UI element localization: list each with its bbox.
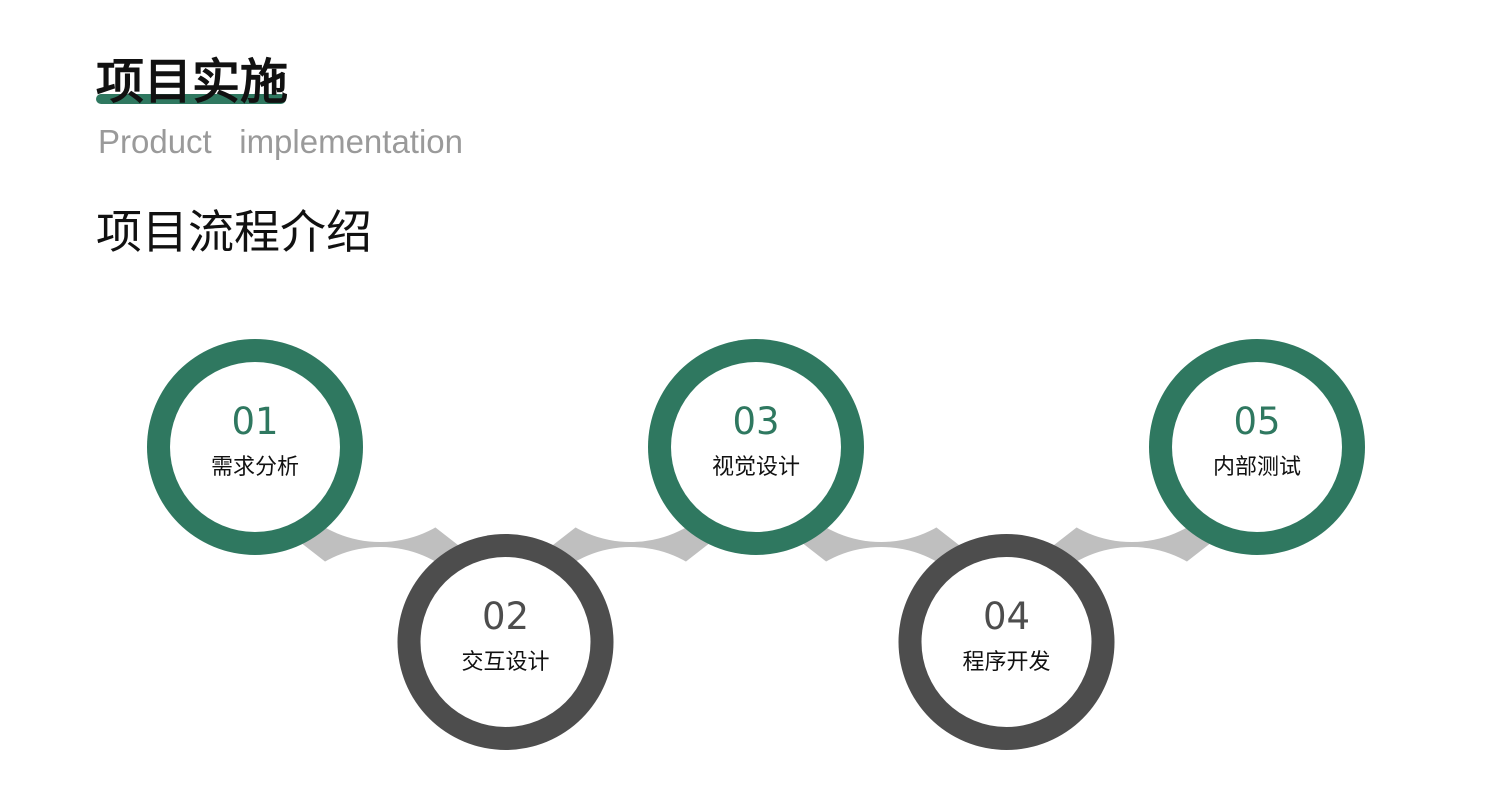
title-underline xyxy=(96,94,286,104)
step-label: 视觉设计 xyxy=(712,455,800,480)
step-inner xyxy=(921,557,1092,727)
step-03: 03 视觉设计 xyxy=(648,339,864,555)
step-label: 需求分析 xyxy=(211,455,299,480)
step-inner xyxy=(170,362,340,532)
step-number: 02 xyxy=(482,595,529,638)
step-inner xyxy=(420,557,591,727)
step-inner xyxy=(1172,362,1342,532)
step-label: 内部测试 xyxy=(1213,455,1301,480)
step-04: 04 程序开发 xyxy=(898,534,1115,750)
step-05: 05 内部测试 xyxy=(1149,339,1365,555)
step-02: 02 交互设计 xyxy=(397,534,614,750)
step-number: 04 xyxy=(983,595,1030,638)
page-title: 项目实施 xyxy=(96,54,289,110)
section-title: 项目流程介绍 xyxy=(96,205,372,259)
step-label: 交互设计 xyxy=(461,650,549,675)
step-number: 05 xyxy=(1233,400,1280,443)
step-number: 03 xyxy=(732,400,779,443)
title-block: 项目实施 xyxy=(96,52,288,112)
page-subtitle: Product implementation xyxy=(98,123,464,160)
step-number: 01 xyxy=(231,400,278,443)
step-inner xyxy=(671,362,841,532)
step-label: 程序开发 xyxy=(962,650,1050,675)
step-01: 01 需求分析 xyxy=(147,339,363,555)
